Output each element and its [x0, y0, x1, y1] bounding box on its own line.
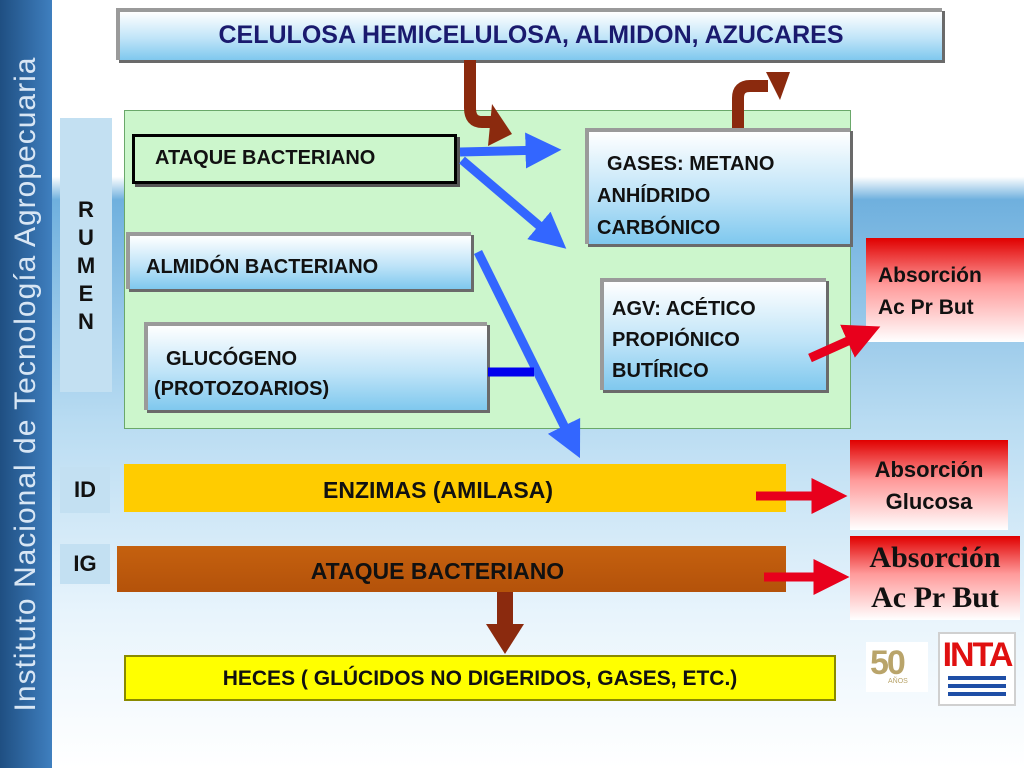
id-label: ID	[60, 467, 110, 513]
enzymes-label: ENZIMAS (AMILASA)	[323, 477, 553, 503]
vfa-box: AGV: ACÉTICO PROPIÓNICO BUTÍRICO	[600, 278, 826, 390]
feces-label: HECES ( GLÚCIDOS NO DIGERIDOS, GASES, ET…	[222, 667, 738, 690]
ig-absorption-box: Absorción Ac Pr But	[850, 536, 1020, 620]
anniversary-logo: 50 AÑOS	[866, 642, 928, 692]
feces-bar: HECES ( GLÚCIDOS NO DIGERIDOS, GASES, ET…	[124, 655, 836, 701]
rumen-absorption-box: Absorción Ac Pr But	[866, 238, 1024, 342]
substrates-title: CELULOSA HEMICELULOSA, ALMIDON, AZUCARES	[218, 21, 844, 49]
bacterial-starch-box: ALMIDÓN BACTERIANO	[126, 232, 471, 289]
anniversary-number: 50	[870, 644, 906, 682]
rumen-letter: E	[78, 281, 94, 306]
vfa-line-2: PROPIÓNICO	[612, 329, 740, 351]
institution-name: Instituto Nacional de Tecnología Agropec…	[9, 56, 42, 712]
vfa-line-3: BUTÍRICO	[612, 360, 709, 382]
glucose-absorption-line-2: Glucosa	[885, 489, 973, 514]
arrowhead-ig-to-feces	[486, 624, 524, 654]
large-intestine-bar: ATAQUE BACTERIANO	[117, 546, 786, 592]
anniversary-text: AÑOS	[888, 678, 908, 685]
large-intestine-label: ATAQUE BACTERIANO	[310, 558, 565, 584]
inta-logo-text: INTA	[942, 636, 1014, 674]
rumen-letter: U	[78, 225, 94, 250]
rumen-absorption-line-1: Absorción	[878, 264, 982, 287]
rumen-absorption-line-2: Ac Pr But	[878, 296, 974, 319]
bacterial-attack-label: ATAQUE BACTERIANO	[155, 147, 376, 169]
rumen-letter: N	[78, 309, 94, 334]
bacterial-attack-box: ATAQUE BACTERIANO	[132, 134, 457, 184]
substrates-title-box: CELULOSA HEMICELULOSA, ALMIDON, AZUCARES	[116, 8, 942, 60]
ig-absorption-line-1: Absorción	[869, 541, 1001, 574]
glucose-absorption-line-1: Absorción	[874, 457, 984, 482]
gases-line-2: ANHÍDRIDO	[597, 185, 711, 207]
rumen-letter: M	[76, 253, 96, 278]
inta-waves-icon	[948, 676, 1006, 696]
arrow-ig-to-feces-shaft	[497, 592, 513, 626]
inta-logo: INTA	[938, 632, 1016, 706]
vfa-line-1: AGV: ACÉTICO	[612, 298, 756, 320]
gases-box: GASES: METANO ANHÍDRIDO CARBÓNICO	[585, 128, 850, 244]
glycogen-line-1: GLUCÓGENO	[166, 348, 298, 370]
rumen-letter: R	[78, 197, 94, 222]
bacterial-starch-label: ALMIDÓN BACTERIANO	[146, 256, 379, 278]
enzymes-bar: ENZIMAS (AMILASA)	[124, 464, 786, 512]
ig-label: IG	[60, 544, 110, 584]
gases-line-3: CARBÓNICO	[597, 217, 721, 239]
glycogen-box: GLUCÓGENO (PROTOZOARIOS)	[144, 322, 487, 410]
gases-line-1: GASES: METANO	[607, 153, 775, 175]
ig-absorption-line-2: Ac Pr But	[871, 581, 999, 614]
arrowhead-gases-out	[766, 72, 790, 100]
rumen-label: R U M E N	[60, 118, 112, 392]
sidebar: Instituto Nacional de Tecnología Agropec…	[0, 0, 52, 768]
glucose-absorption-box: Absorción Glucosa	[850, 440, 1008, 530]
glycogen-line-2: (PROTOZOARIOS)	[154, 378, 330, 400]
